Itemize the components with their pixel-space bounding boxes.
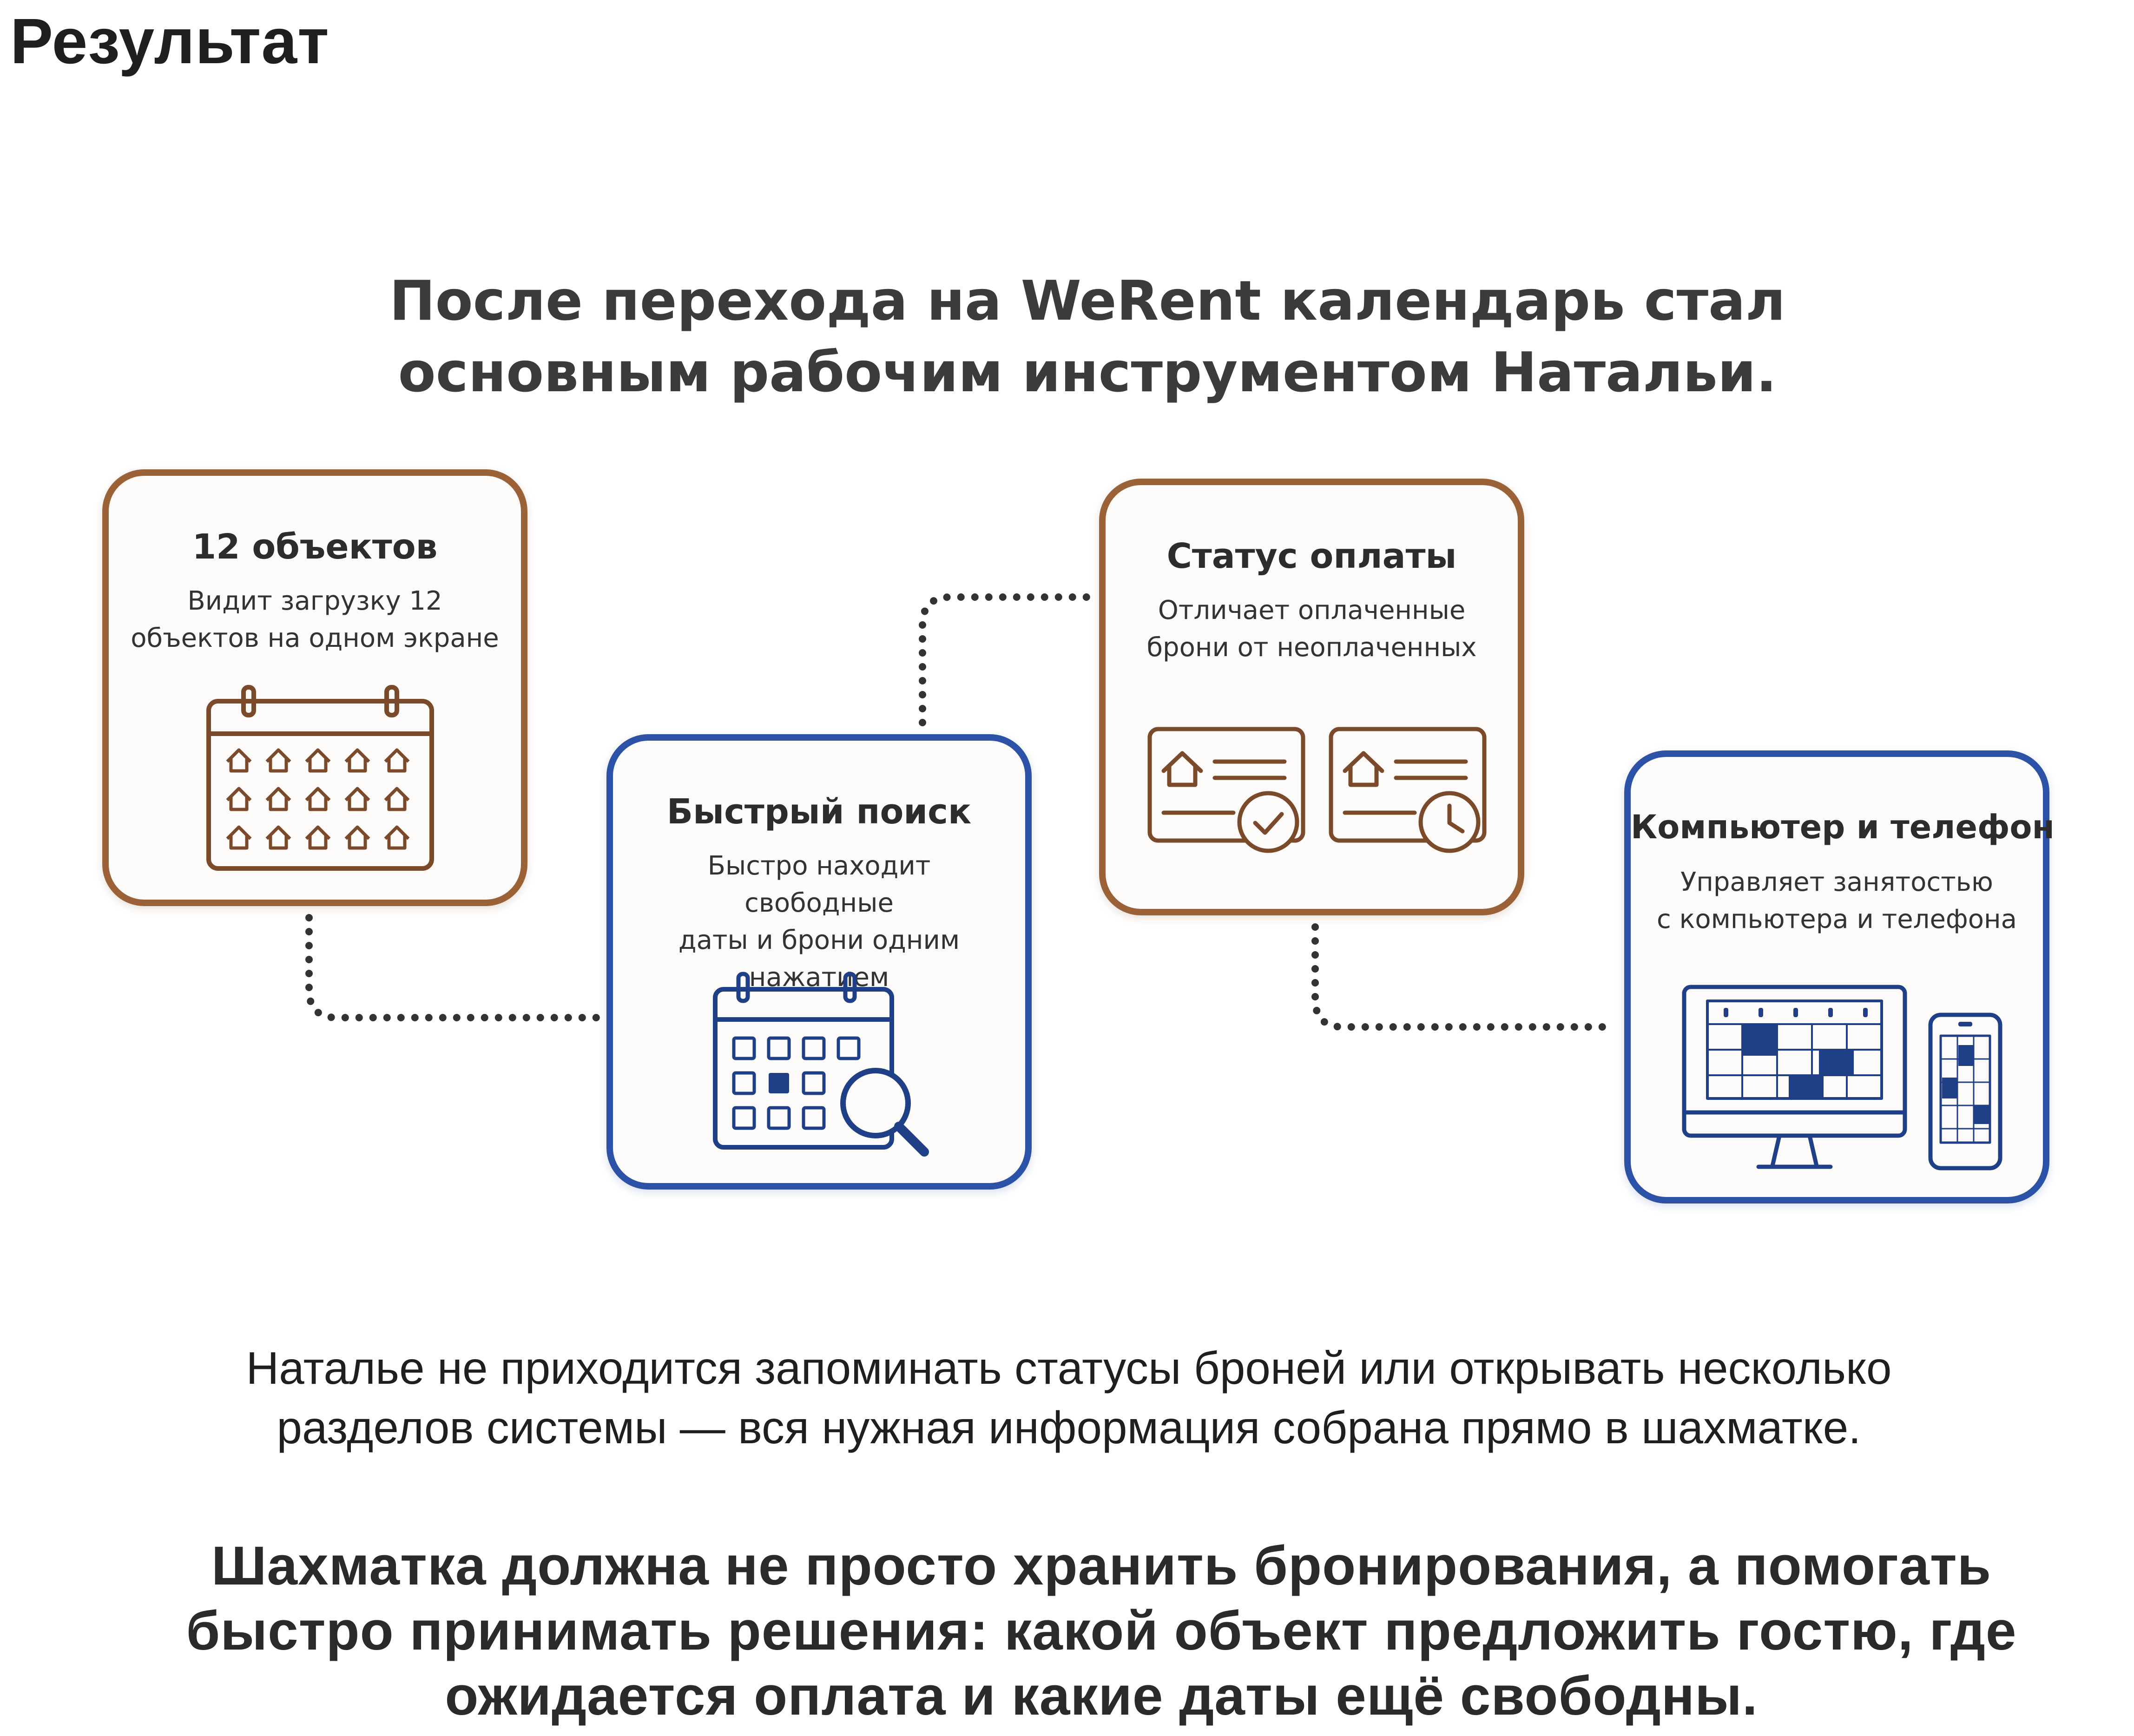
- summary-paragraph: Наталье не приходится запоминать статусы…: [246, 1342, 1892, 1453]
- connector-2-3: [919, 593, 1096, 726]
- page-title: Результат: [10, 6, 329, 77]
- card-quick-search: Быстрый поиск Быстро находит свободные д…: [606, 734, 1032, 1190]
- connector-3-4: [1311, 923, 1619, 1031]
- card-description: Управляет занятостью с компьютера и теле…: [1656, 867, 2017, 934]
- card-title: Быстрый поиск: [666, 792, 972, 832]
- devices-icon: [1682, 985, 2002, 1170]
- card-description: Видит загрузку 12 объектов на одном экра…: [131, 586, 499, 653]
- figure-title: После перехода на WeRent календарь стал …: [389, 269, 1786, 404]
- card-title: 12 объектов: [192, 527, 438, 567]
- card-description: Отличает оплаченные брони от неоплаченны…: [1146, 595, 1477, 663]
- calendar-search-icon: [713, 972, 929, 1157]
- payment-status-icon: [1147, 727, 1487, 853]
- card-objects: 12 объектов Видит загрузку 12 объектов н…: [102, 469, 527, 906]
- card-payment-status: Статус оплаты Отличает оплаченные брони …: [1099, 479, 1524, 915]
- card-title: Компьютер и телефон: [1631, 808, 2055, 846]
- connector-1-2: [305, 914, 603, 1021]
- card-title: Статус оплаты: [1166, 536, 1457, 576]
- card-devices: Компьютер и телефон Управляет занятостью…: [1624, 750, 2055, 1203]
- conclusion-text: Шахматка должна не просто хранить бронир…: [186, 1535, 2017, 1727]
- calendar-houses-icon: [206, 685, 434, 871]
